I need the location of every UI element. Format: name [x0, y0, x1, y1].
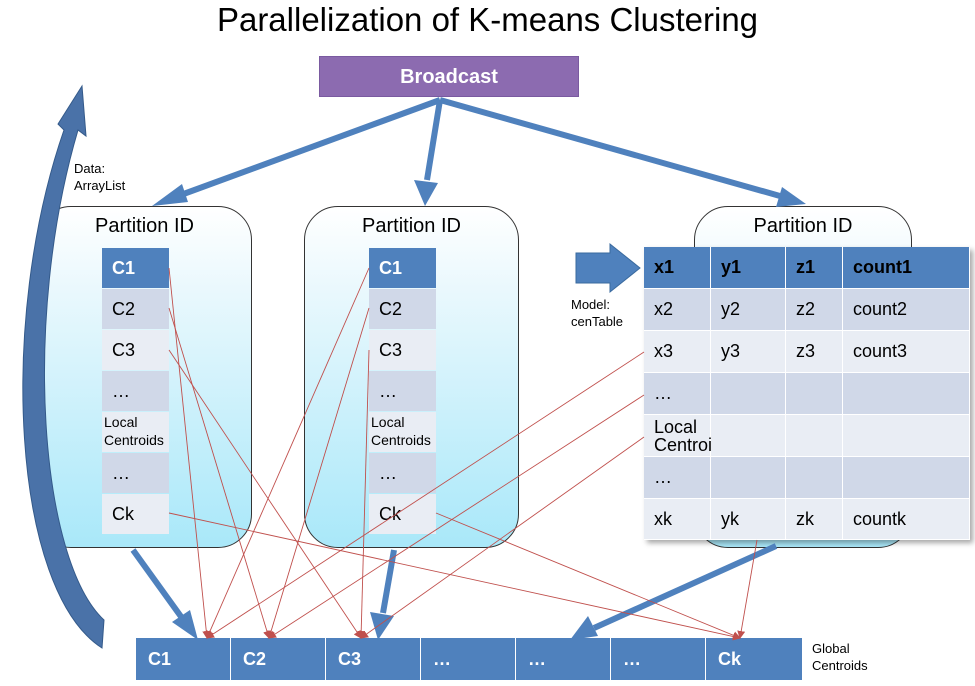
- table-cell: xk: [644, 499, 711, 540]
- reduce-lines: [168, 267, 758, 641]
- table-cell: yk: [711, 499, 786, 540]
- feedback-arrow-icon: [22, 84, 105, 649]
- global-label-line2: Centroids: [812, 658, 868, 673]
- list-item: C1: [369, 248, 436, 288]
- table-header-cell: count1: [843, 247, 970, 289]
- table-header-cell: x1: [644, 247, 711, 289]
- data-label-line1: Data:: [74, 161, 106, 176]
- table-cell: …: [644, 373, 711, 415]
- partition-2-centroid-list: C1 C2 C3 … Local Centroids … Ck: [369, 248, 436, 536]
- table-cell: z3: [786, 331, 843, 373]
- table-cell: [711, 415, 786, 457]
- global-centroid-cell: …: [421, 638, 516, 680]
- list-item: Ck: [102, 494, 169, 534]
- table-cell: [843, 415, 970, 457]
- model-label: Model: cenTable: [571, 296, 623, 330]
- global-centroid-cell: Ck: [706, 638, 802, 680]
- list-item: …: [102, 453, 169, 493]
- table-cell: y2: [711, 289, 786, 331]
- centroid-table: x1 y1 z1 count1 x2 y2 z2 count2 x3 y3 z3…: [644, 247, 970, 540]
- global-centroid-cell: …: [611, 638, 706, 680]
- model-label-line2: cenTable: [571, 314, 624, 329]
- table-cell: [786, 373, 843, 415]
- list-item: …: [369, 371, 436, 411]
- table-cell: x3: [644, 331, 711, 373]
- list-item-local-centroids: Local Centroids: [369, 412, 436, 452]
- table-header-cell: z1: [786, 247, 843, 289]
- partition-3-title: Partition ID: [753, 215, 853, 237]
- table-cell: y3: [711, 331, 786, 373]
- table-cell: [711, 373, 786, 415]
- table-cell: count3: [843, 331, 970, 373]
- table-cell: z2: [786, 289, 843, 331]
- partition-1-title: Partition ID: [95, 215, 194, 237]
- global-label-line1: Global: [812, 641, 850, 656]
- table-cell: x2: [644, 289, 711, 331]
- table-cell: [786, 457, 843, 499]
- partition-1-centroid-list: C1 C2 C3 … Local Centroids … Ck: [102, 248, 169, 536]
- table-cell: countk: [843, 499, 970, 540]
- list-item-local-centroids: Local Centroids: [102, 412, 169, 452]
- global-centroid-cell: C1: [136, 638, 231, 680]
- list-item: Ck: [369, 494, 436, 534]
- list-item: C3: [102, 330, 169, 370]
- list-item: C2: [369, 289, 436, 329]
- list-item: C2: [102, 289, 169, 329]
- table-cell: [786, 415, 843, 457]
- page-title: Parallelization of K-means Clustering: [216, 1, 759, 38]
- aggregation-arrows: [130, 543, 778, 640]
- list-item: C1: [102, 248, 169, 288]
- list-item: …: [369, 453, 436, 493]
- model-arrow-icon: [575, 242, 641, 294]
- partition-2-title: Partition ID: [362, 215, 461, 237]
- list-item: …: [102, 371, 169, 411]
- table-cell: count2: [843, 289, 970, 331]
- data-label: Data: ArrayList: [74, 160, 125, 194]
- table-cell: [843, 457, 970, 499]
- broadcast-arrows: [152, 97, 806, 207]
- table-cell: [711, 457, 786, 499]
- global-centroids-label: Global Centroids: [812, 640, 868, 674]
- global-centroid-cell: C3: [326, 638, 421, 680]
- table-cell: …: [644, 457, 711, 499]
- table-cell: [843, 373, 970, 415]
- list-item: C3: [369, 330, 436, 370]
- table-cell: zk: [786, 499, 843, 540]
- global-centroid-cell: C2: [231, 638, 326, 680]
- broadcast-box: Broadcast: [319, 56, 579, 97]
- model-label-line1: Model:: [571, 297, 611, 312]
- data-label-line2: ArrayList: [74, 178, 126, 193]
- table-header-cell: y1: [711, 247, 786, 289]
- global-centroid-cell: …: [516, 638, 611, 680]
